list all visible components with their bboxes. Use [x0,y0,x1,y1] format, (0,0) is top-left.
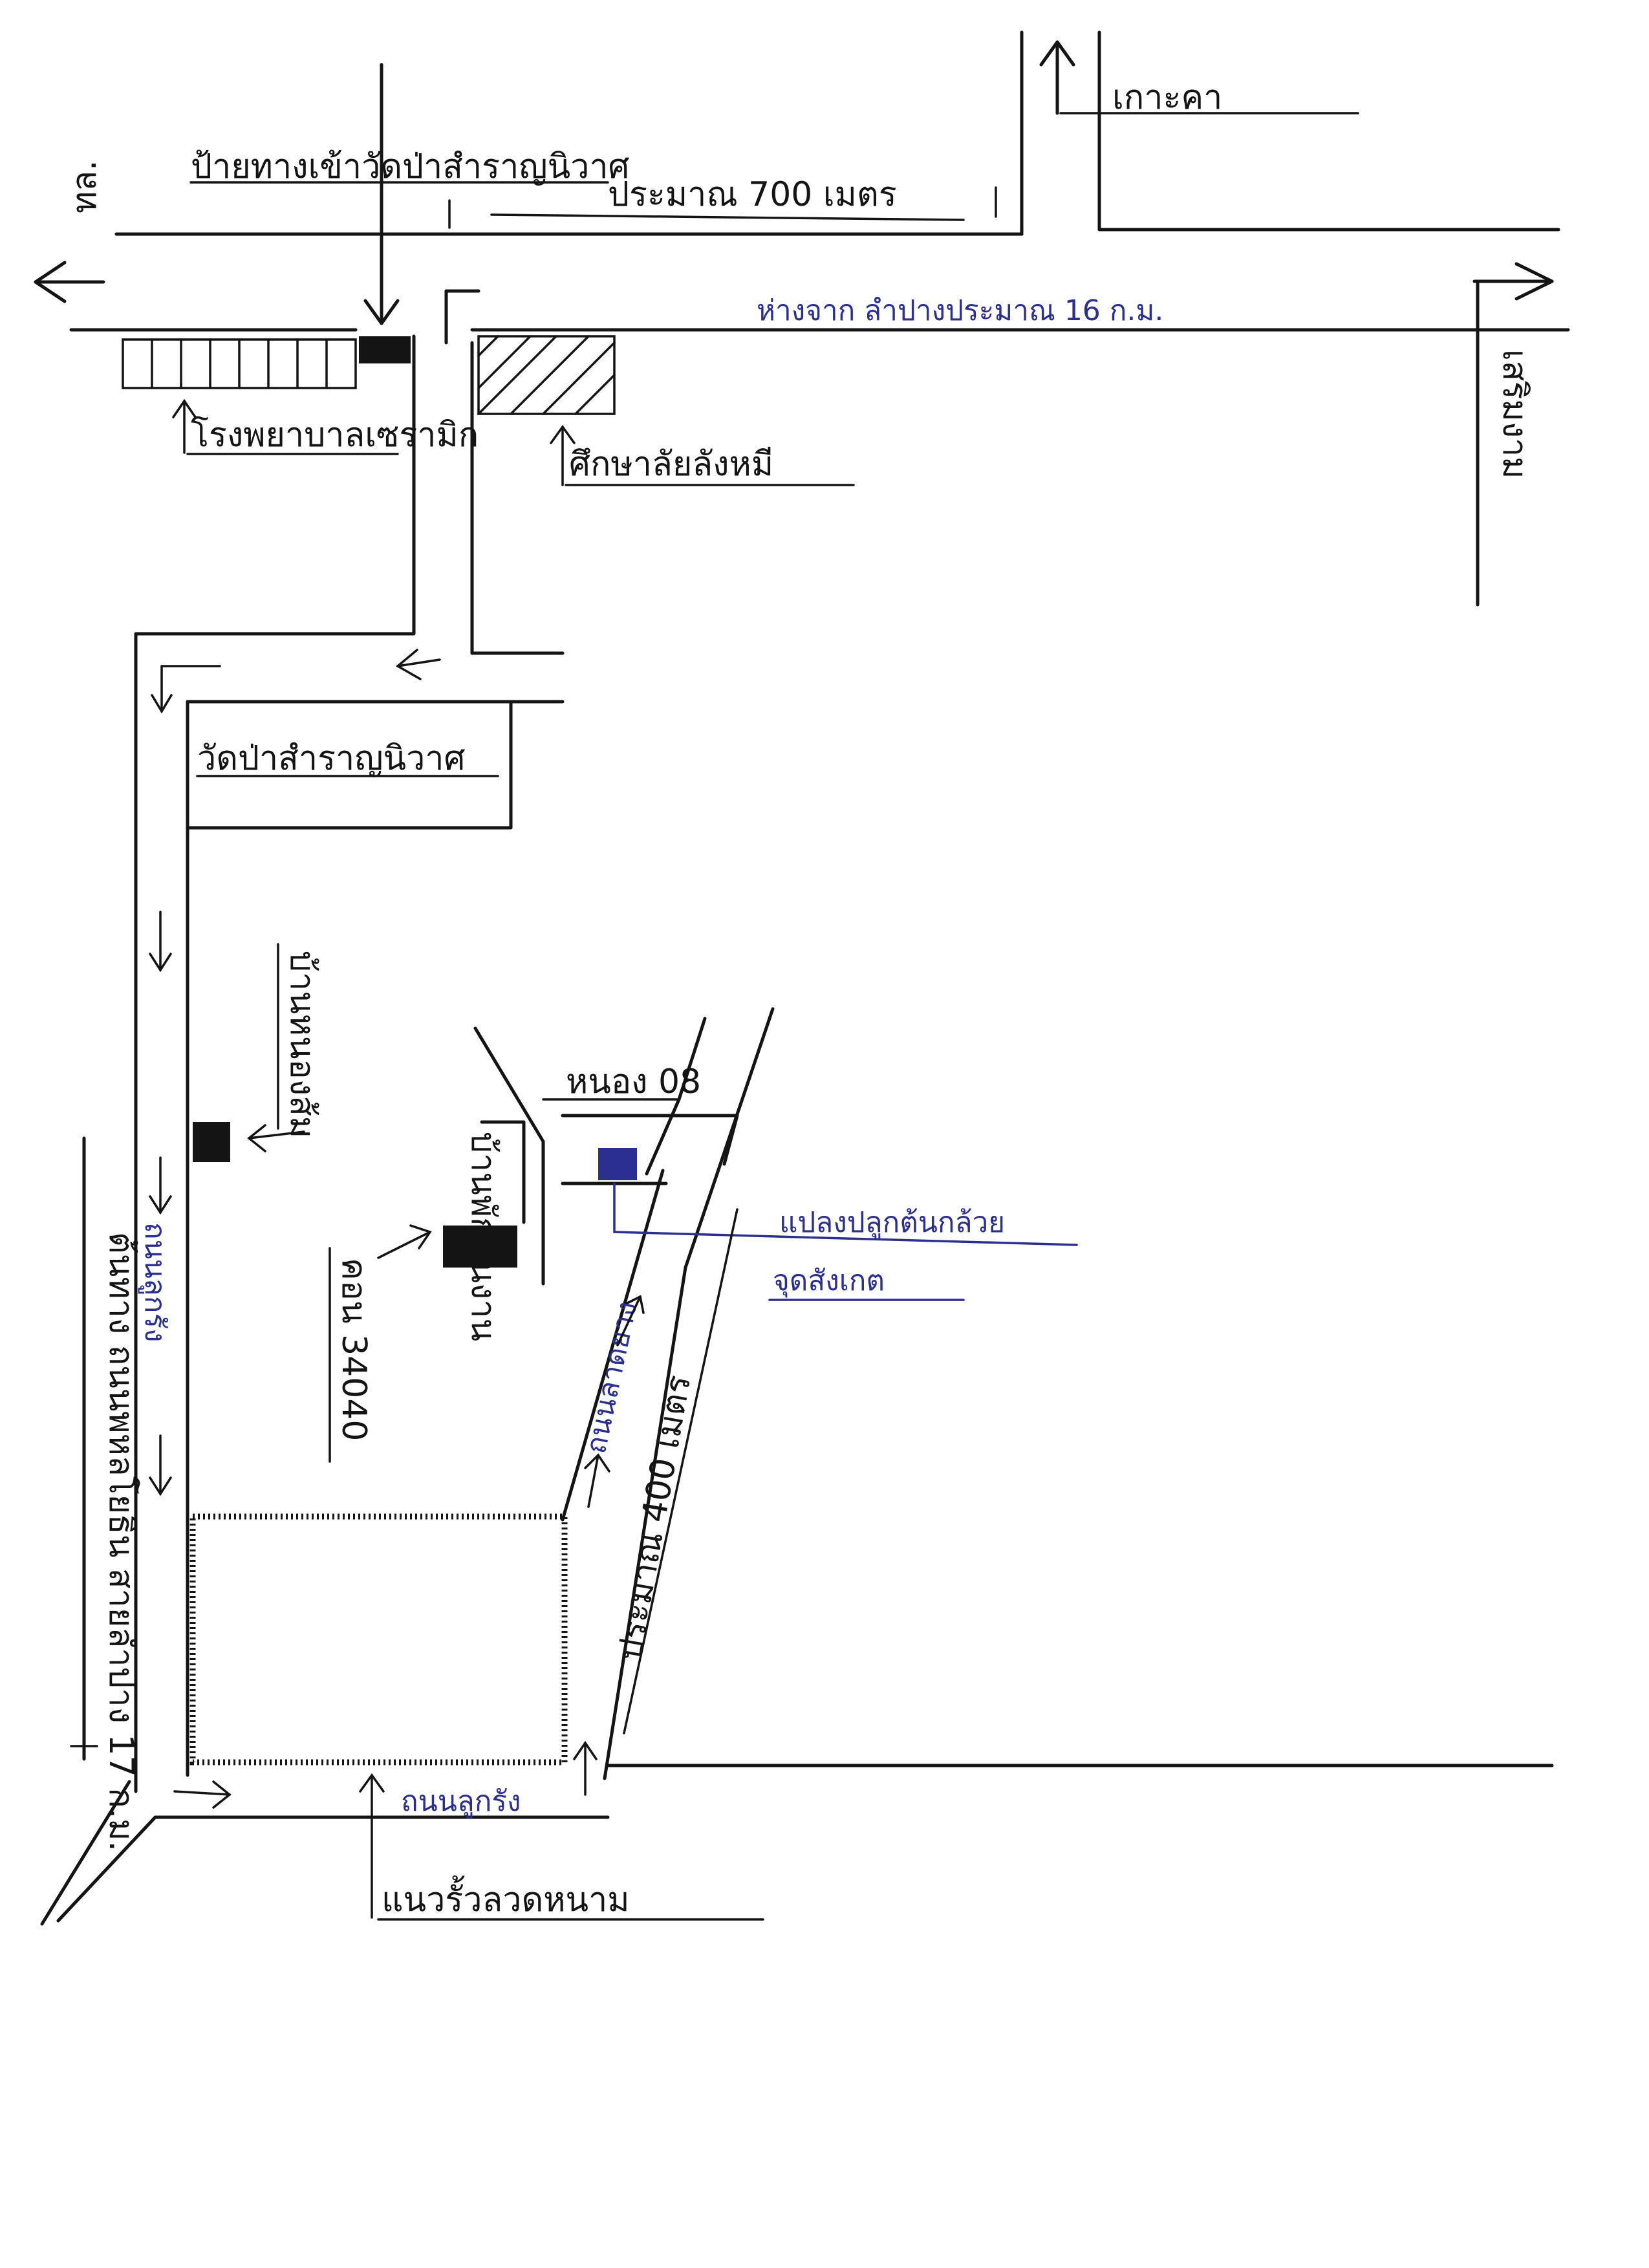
arrow-up-icon [359,1773,385,1919]
label-distance-400: ประมาณ 400 เมตร [610,1372,699,1663]
pharmacy-building [122,336,411,389]
label-road-side: ถนนลาดยาง [579,1299,644,1456]
fork-road [473,1007,775,1780]
arrow-right-icon [377,1224,432,1259]
label-pharmacy: โรงพยาบาลเซรามิก [191,416,479,455]
label-college: ศึกษาลัยลังหมี [569,445,773,484]
label-plot: แปลงปลูกต้นกล้วย [779,1206,1005,1240]
farm-plot [189,1513,568,1766]
arrow-up-icon [1039,40,1075,115]
arrow-right-icon [173,1780,232,1809]
arrow-down-icon [149,1156,172,1215]
label-meter-08: หนอง 08 [566,1063,701,1101]
label-serm-ngam: เสริมงาม [1495,349,1534,479]
label-house: บ้านพักคนงาน [464,1132,502,1341]
label-ko-kha: เกาะคา [1112,78,1222,117]
arrow-left-icon [34,261,105,303]
label-coordinate: คอน 34040 [334,1258,373,1442]
label-distance-lampang: ห่างจาก ลำปางประมาณ 16 ก.ม. [757,294,1163,327]
label-corner-road: ถนนลูกรัง [401,1785,521,1819]
arrow-down-icon [151,665,221,714]
arrow-right-icon [1472,262,1554,301]
label-left-vertical: ต้นทาง ถนนพหลโยธิน สายลำปาง 17 ก.ม. [102,1232,140,1852]
nong-som-marker [193,1122,230,1162]
arrow-up-icon [584,1453,610,1508]
label-bottom-fence: แนวรั้วลวดหนาม [382,1875,630,1919]
arrow-down-icon [363,63,400,325]
arrow-left-icon [395,649,441,680]
label-plot-sub: จุดสังเกต [773,1264,885,1298]
arrow-up-icon [172,398,197,454]
arrow-up-icon [616,1295,645,1346]
wat-building [186,700,513,1777]
arrow-up-icon [550,425,576,486]
arrow-down-icon [149,911,172,973]
label-distance-700: ประมาณ 700 เมตร [608,175,897,214]
highway-left [70,1136,98,1761]
arrow-left-icon [247,1124,305,1152]
arrow-down-icon [149,1434,172,1496]
arrow-up-icon [573,1740,598,1796]
college-building [477,335,616,415]
label-nong-som: บ้านหนองส้ม [283,951,321,1138]
label-sign-wat: ป้ายทางเข้าวัดป่าสำราญนิวาศ [191,147,630,186]
access-road [134,289,565,1793]
main-road [69,30,1570,607]
label-road-dirt: ถนนลูกรัง [138,1222,171,1343]
worker-house [443,1120,526,1268]
label-top-left-road: ทล. [65,160,104,213]
plot-marker [598,1148,637,1180]
bottom-road [40,1764,1554,1926]
label-wat: วัดป่าสำราญนิวาศ [197,739,466,778]
